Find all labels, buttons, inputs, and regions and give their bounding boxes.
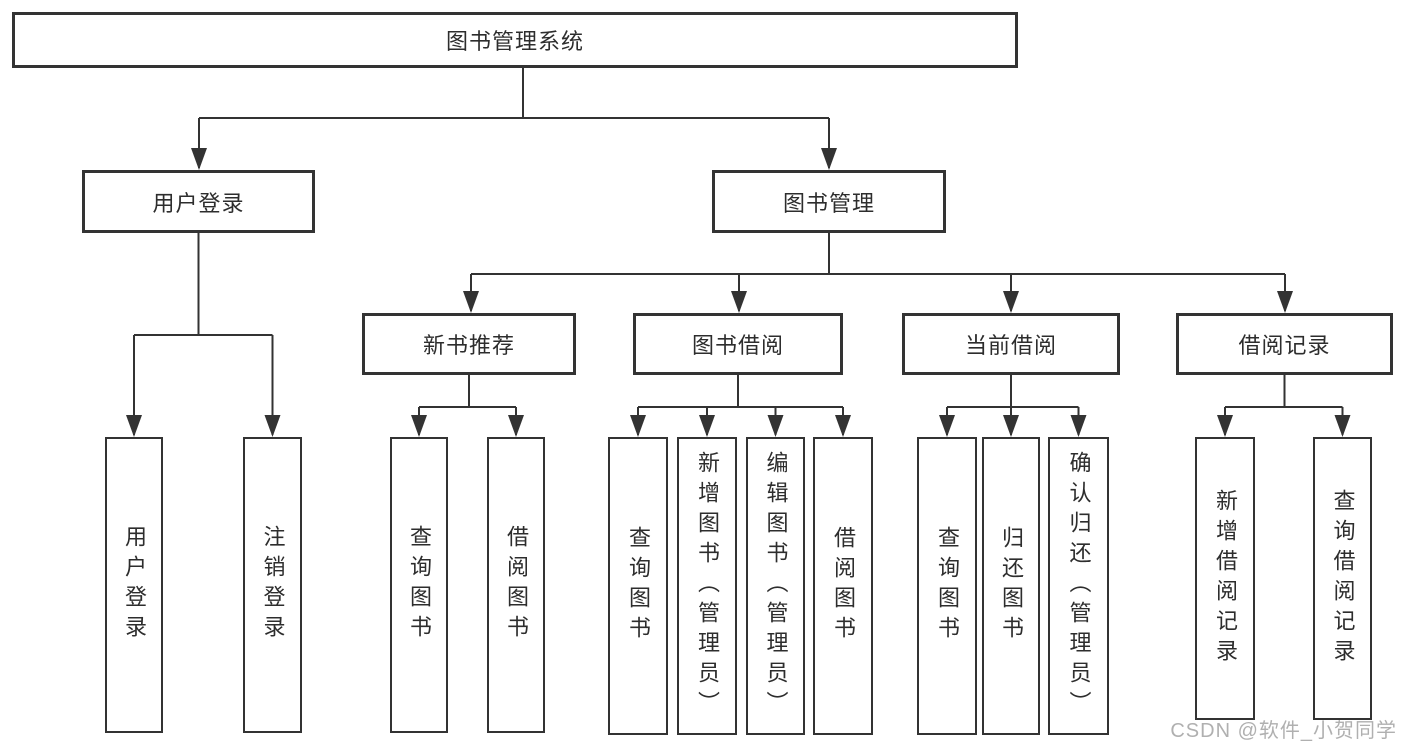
node-user-login-label: 用户登录 — [152, 190, 245, 216]
node-user-login: 用户登录 — [82, 170, 315, 233]
node-leaf-br-query-record: 查询借阅记录 — [1313, 437, 1372, 720]
node-borrow-records: 借阅记录 — [1176, 313, 1393, 375]
arrow-icon — [126, 415, 142, 437]
arrow-icon — [699, 415, 715, 437]
node-leaf-br-query-record-label: 查询借阅记录 — [1330, 488, 1356, 669]
node-leaf-bb-add-books-label: 新增图书（管理员） — [695, 451, 720, 721]
node-leaf-user-login: 用户登录 — [105, 437, 163, 733]
arrow-icon — [821, 148, 837, 170]
node-leaf-bb-add-books: 新增图书（管理员） — [677, 437, 737, 735]
arrow-icon — [731, 291, 747, 313]
node-leaf-nb-borrow-books: 借阅图书 — [487, 437, 545, 733]
node-leaf-nb-query-books: 查询图书 — [390, 437, 448, 733]
node-leaf-br-add-record-label: 新增借阅记录 — [1213, 488, 1238, 669]
arrowheads — [126, 148, 1351, 437]
node-leaf-bb-edit-books-label: 编辑图书（管理员） — [763, 451, 789, 721]
arrow-icon — [1217, 415, 1233, 437]
arrow-icon — [767, 415, 784, 437]
node-book-borrowing-label: 图书借阅 — [691, 333, 784, 358]
node-book-management: 图书管理 — [712, 170, 946, 233]
arrow-icon — [508, 415, 524, 437]
node-leaf-br-add-record: 新增借阅记录 — [1195, 437, 1255, 720]
node-library-management-system: 图书管理系统 — [12, 12, 1018, 68]
node-book-management-label: 图书管理 — [782, 190, 875, 216]
node-new-book-recommend-label: 新书推荐 — [422, 333, 515, 358]
node-leaf-cb-return-books-label: 归还图书 — [999, 526, 1024, 646]
node-leaf-bb-edit-books: 编辑图书（管理员） — [746, 437, 805, 735]
edge-book-management-to-level3 — [470, 233, 1286, 311]
node-leaf-cb-query-books-label: 查询图书 — [935, 526, 960, 646]
arrow-icon — [463, 291, 479, 313]
edge-user-login-to-leaves — [133, 233, 274, 435]
node-leaf-cb-confirm-return-label: 确认归还（管理员） — [1066, 451, 1092, 721]
arrow-icon — [1003, 291, 1019, 313]
arrow-icon — [1070, 415, 1087, 437]
node-leaf-user-login-label: 用户登录 — [122, 525, 147, 645]
edge-borrow-records-to-leaves — [1224, 375, 1344, 435]
arrow-icon — [191, 148, 207, 170]
node-leaf-nb-borrow-books-label: 借阅图书 — [504, 525, 529, 645]
arrow-icon — [1003, 415, 1019, 437]
arrow-icon — [411, 415, 427, 437]
arrow-icon — [835, 415, 851, 437]
node-borrow-records-label: 借阅记录 — [1238, 333, 1331, 358]
node-leaf-cb-confirm-return: 确认归还（管理员） — [1048, 437, 1109, 735]
arrow-icon — [939, 415, 955, 437]
arrow-icon — [264, 415, 281, 437]
edge-book-borrowing-to-leaves — [637, 375, 844, 435]
node-book-borrowing: 图书借阅 — [633, 313, 843, 375]
node-leaf-cb-return-books: 归还图书 — [982, 437, 1040, 735]
node-leaf-bb-borrow-books: 借阅图书 — [813, 437, 873, 735]
node-current-borrowing-label: 当前借阅 — [964, 333, 1057, 358]
node-leaf-logout: 注销登录 — [243, 437, 302, 733]
node-leaf-nb-query-books-label: 查询图书 — [407, 525, 432, 645]
arrow-icon — [1277, 291, 1293, 313]
edge-root-to-level2 — [198, 68, 830, 168]
csdn-watermark: CSDN @软件_小贺同学 — [1170, 720, 1397, 742]
arrow-icon — [1334, 415, 1351, 437]
node-leaf-bb-query-books-label: 查询图书 — [626, 526, 651, 646]
node-current-borrowing: 当前借阅 — [902, 313, 1120, 375]
node-leaf-logout-label: 注销登录 — [260, 525, 286, 645]
node-new-book-recommend: 新书推荐 — [362, 313, 576, 375]
node-library-management-system-label: 图书管理系统 — [445, 29, 584, 54]
arrow-icon — [630, 415, 646, 437]
node-leaf-bb-borrow-books-label: 借阅图书 — [831, 526, 856, 646]
node-leaf-cb-query-books: 查询图书 — [917, 437, 977, 735]
edge-new-book-recommend-to-leaves — [418, 375, 517, 435]
node-leaf-bb-query-books: 查询图书 — [608, 437, 668, 735]
